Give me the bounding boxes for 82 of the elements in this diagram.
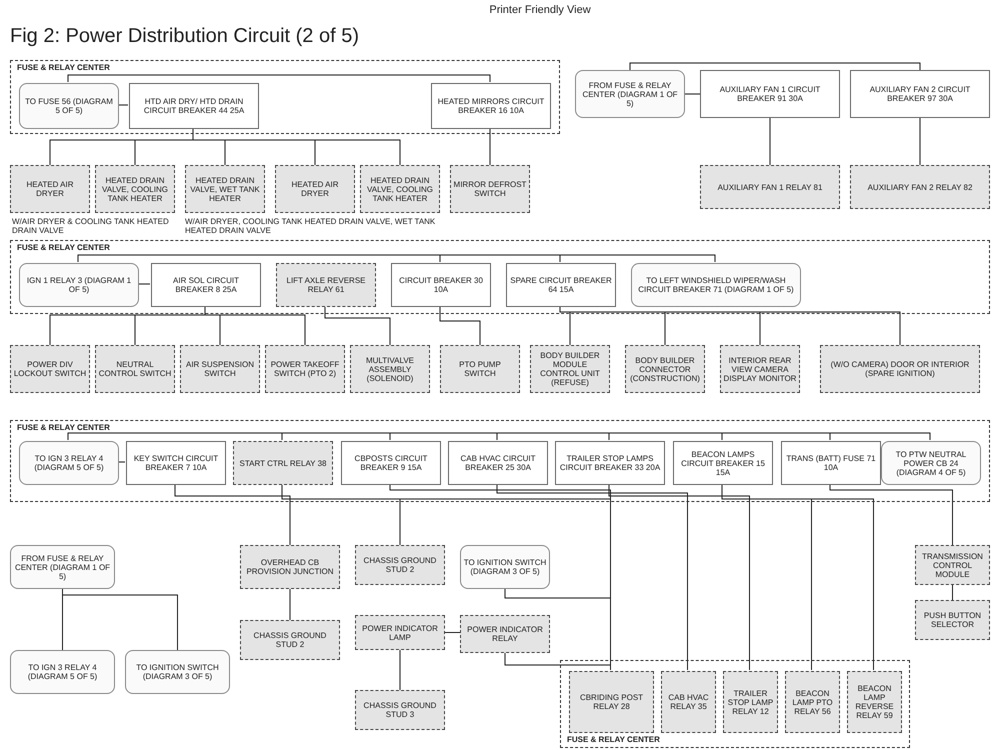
- component-box: HEATED DRAIN VALVE, COOLING TANK HEATER: [360, 165, 440, 213]
- component-box: MULTIVALVE ASSEMBLY (SOLENOID): [350, 345, 430, 393]
- wire: [504, 652, 611, 670]
- wire: [496, 484, 688, 670]
- component-box: CHASSIS GROUND STUD 2: [240, 620, 340, 660]
- circuit-breaker-box: CIRCUIT BREAKER 30 10A: [391, 263, 491, 307]
- component-box: LIFT AXLE REVERSE RELAY 61: [276, 263, 376, 307]
- wire: [174, 484, 290, 546]
- component-box: BODY BUILDER CONNECTOR (CONSTRUCTION): [625, 345, 705, 393]
- component-box: CAB HVAC RELAY 35: [661, 671, 716, 733]
- circuit-breaker-box: CBPOSTS CIRCUIT BREAKER 9 15A: [341, 441, 441, 485]
- component-box: POWER INDICATOR LAMP: [355, 615, 445, 650]
- panel-title: FUSE & RELAY CENTER: [567, 735, 660, 744]
- component-box: TRAILER STOP LAMP RELAY 12: [723, 671, 778, 733]
- component-box: PUSH BUTTON SELECTOR: [915, 600, 990, 640]
- wire: [118, 104, 128, 106]
- panel-title: FUSE & RELAY CENTER: [17, 243, 110, 252]
- wire: [630, 62, 920, 70]
- circuit-breaker-box: KEY SWITCH CIRCUIT BREAKER 7 10A: [126, 441, 226, 485]
- wire: [68, 74, 490, 82]
- wire: [62, 588, 178, 650]
- fuse-relay-center-panel: [10, 420, 990, 502]
- component-box: POWER DIV LOCKOUT SWITCH: [10, 345, 90, 393]
- component-box: TRANSMISSION CONTROL MODULE: [915, 545, 990, 585]
- off-page-connector: TO PTW NEUTRAL POWER CB 24 (DIAGRAM 4 OF 5): [881, 441, 981, 485]
- fuse-relay-center-panel: [560, 660, 910, 748]
- off-page-connector: FROM FUSE & RELAY CENTER (DIAGRAM 1 OF 5): [575, 70, 685, 118]
- page-header: Printer Friendly View: [488, 4, 592, 17]
- wire: [324, 306, 390, 346]
- component-box: HEATED DRAIN VALVE, WET TANK HEATER: [185, 165, 265, 213]
- component-box: POWER INDICATOR RELAY: [460, 615, 550, 653]
- circuit-breaker-box: AUXILIARY FAN 2 CIRCUIT BREAKER 97 30A: [850, 70, 990, 118]
- component-box: (W/O CAMERA) DOOR OR INTERIOR (SPARE IGNITION): [820, 345, 980, 393]
- component-box: HEATED DRAIN VALVE, COOLING TANK HEATER: [95, 165, 175, 213]
- panel-title: FUSE & RELAY CENTER: [17, 423, 110, 432]
- off-page-connector: TO IGN 3 RELAY 4 (DIAGRAM 5 OF 5): [10, 650, 115, 694]
- circuit-breaker-box: HEATED MIRRORS CIRCUIT BREAKER 16 10A: [431, 83, 551, 129]
- panel-title: FUSE & RELAY CENTER: [17, 63, 110, 72]
- component-box: MIRROR DEFROST SWITCH: [450, 165, 530, 213]
- diagram-title: Fig 2: Power Distribution Circuit (2 of 5): [10, 24, 360, 48]
- component-box: CBRIDING POST RELAY 28: [569, 671, 654, 733]
- wire: [440, 306, 480, 346]
- component-box: INTERIOR REAR VIEW CAMERA DISPLAY MONITOR: [720, 345, 800, 393]
- circuit-breaker-box: AUXILIARY FAN 1 CIRCUIT BREAKER 91 30A: [700, 70, 840, 118]
- circuit-breaker-box: SPARE CIRCUIT BREAKER 64 15A: [506, 263, 616, 307]
- off-page-connector: IGN 1 RELAY 3 (DIAGRAM 1 OF 5): [19, 263, 139, 307]
- component-box: START CTRL RELAY 38: [233, 441, 333, 485]
- component-box: OVERHEAD CB PROVISION JUNCTION: [240, 545, 340, 589]
- wire: [608, 484, 750, 670]
- circuit-breaker-box: TRANS (BATT) FUSE 71 10A: [781, 441, 881, 485]
- off-page-connector: TO IGNITION SWITCH (DIAGRAM 3 OF 5): [125, 650, 230, 694]
- circuit-breaker-box: TRAILER STOP LAMPS CIRCUIT BREAKER 33 20A: [555, 441, 665, 485]
- circuit-breaker-box: CAB HVAC CIRCUIT BREAKER 25 30A: [448, 441, 548, 485]
- component-box: POWER TAKEOFF SWITCH (PTO 2): [265, 345, 345, 393]
- component-box: AUXILIARY FAN 1 RELAY 81: [700, 165, 840, 209]
- note: W/AIR DRYER & COOLING TANK HEATED DRAIN VALVE: [12, 217, 170, 235]
- component-box: CHASSIS GROUND STUD 3: [355, 690, 445, 730]
- component-box: NEUTRAL CONTROL SWITCH: [95, 345, 175, 393]
- component-box: AIR SUSPENSION SWITCH: [180, 345, 260, 393]
- wire: [952, 584, 953, 600]
- wire: [830, 484, 953, 546]
- wire: [192, 128, 400, 166]
- fuse-relay-center-panel: [10, 240, 990, 314]
- component-box: BODY BUILDER MODULE CONTROL UNIT (REFUSE): [530, 345, 610, 393]
- note: W/AIR DRYER, COOLING TANK HEATED DRAIN VALVE, WET TANK HEATED DRAIN VALVE: [185, 217, 436, 235]
- circuit-breaker-box: BEACON LAMPS CIRCUIT BREAKER 15 15A: [673, 441, 773, 485]
- off-page-connector: TO FUSE 56 (DIAGRAM 5 OF 5): [19, 83, 119, 129]
- off-page-connector: TO LEFT WINDSHIELD WIPER/WASH CIRCUIT BREAKER 71 (DIAGRAM 1 OF 5): [631, 263, 801, 307]
- component-box: HEATED AIR DRYER: [275, 165, 355, 213]
- component-box: BEACON LAMP REVERSE RELAY 59: [847, 671, 902, 733]
- component-box: AUXILIARY FAN 2 RELAY 82: [850, 165, 990, 209]
- circuit-breaker-box: AIR SOL CIRCUIT BREAKER 8 25A: [151, 263, 261, 307]
- off-page-connector: FROM FUSE & RELAY CENTER (DIAGRAM 1 OF 5): [10, 545, 115, 589]
- off-page-connector: TO IGN 3 RELAY 4 (DIAGRAM 5 OF 5): [19, 441, 119, 485]
- component-box: PTO PUMP SWITCH: [440, 345, 520, 393]
- component-box: CHASSIS GROUND STUD 2: [355, 545, 445, 585]
- component-box: BEACON LAMP PTO RELAY 56: [785, 671, 840, 733]
- circuit-breaker-box: HTD AIR DRY/ HTD DRAIN CIRCUIT BREAKER 44 25A: [129, 83, 259, 129]
- fuse-relay-center-panel: [10, 60, 560, 134]
- wire: [444, 632, 460, 633]
- component-box: HEATED AIR DRYER: [10, 165, 90, 213]
- off-page-connector: TO IGNITION SWITCH (DIAGRAM 3 OF 5): [460, 545, 550, 589]
